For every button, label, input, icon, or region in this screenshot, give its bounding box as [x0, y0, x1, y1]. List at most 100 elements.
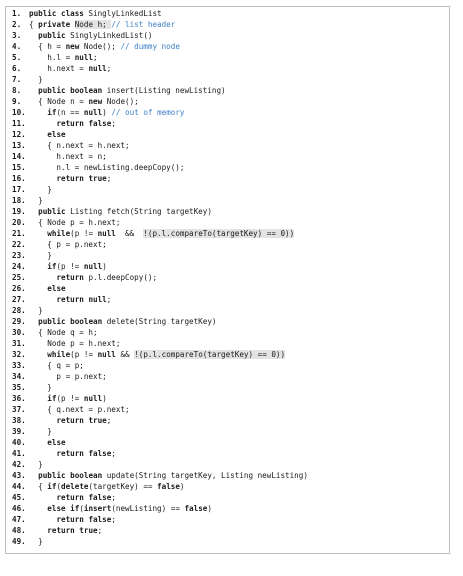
line-number: 18. [12, 196, 26, 205]
code-token: ) [102, 262, 107, 271]
code-keyword: else [47, 130, 66, 139]
code-keyword: return true [56, 416, 107, 425]
code-token [29, 295, 56, 304]
code-token [29, 471, 38, 480]
code-token: } [29, 427, 52, 436]
code-line: 44. { if(delete(targetKey) == false) [12, 481, 308, 492]
code-keyword: null [83, 394, 103, 403]
code-text: else if(insert(newListing) == false) [29, 504, 212, 513]
code-token: } [29, 383, 52, 392]
code-line: 46. else if(insert(newListing) == false) [12, 503, 308, 514]
code-token: p.l.deepCopy(); [88, 273, 158, 282]
code-keyword: while [47, 350, 71, 359]
code-token: n.l = newListing.deepCopy(); [29, 163, 185, 172]
code-text: } [29, 196, 43, 205]
code-keyword: return false [56, 493, 112, 502]
code-token: SinglyLinkedList [88, 9, 162, 18]
code-token: ; [111, 449, 116, 458]
code-text: if(n == null) // out of memory [29, 108, 184, 117]
code-line: 11. return false; [12, 118, 308, 129]
code-keyword: else if [47, 504, 80, 513]
code-text: public SinglyLinkedList() [29, 31, 152, 40]
code-token [29, 207, 38, 216]
code-token: } [29, 196, 43, 205]
code-line: 43. public boolean update(String targetK… [12, 470, 308, 481]
line-number: 25. [12, 273, 26, 282]
line-number: 31. [12, 339, 26, 348]
code-token: delete(String targetKey) [106, 317, 217, 326]
code-token: ; [106, 416, 112, 425]
code-line: 36. if(p != null) [12, 393, 308, 404]
line-number: 22. [12, 240, 26, 249]
code-line: 5. h.l = null; [12, 52, 308, 63]
code-text: { private Node h; // list header [29, 20, 175, 29]
code-token: ; [111, 119, 116, 128]
code-token [29, 504, 47, 513]
code-token: } [29, 306, 43, 315]
line-number: 4. [12, 42, 22, 51]
code-keyword: public [38, 31, 71, 40]
code-text: { if(delete(targetKey) == false) [29, 482, 184, 491]
code-text: { Node n = new Node(); [29, 97, 139, 106]
code-keyword: new [65, 42, 84, 51]
line-number: 14. [12, 152, 26, 161]
code-token: { h = [29, 42, 66, 51]
line-number: 43. [12, 471, 26, 480]
code-line: 6. h.next = null; [12, 63, 308, 74]
line-number: 6. [12, 64, 22, 73]
line-number: 26. [12, 284, 26, 293]
code-token [29, 262, 47, 271]
code-line: 48. return true; [12, 525, 308, 536]
code-token: { q.next = p.next; [29, 405, 130, 414]
code-text: { Node p = h.next; [29, 218, 120, 227]
code-token [29, 229, 47, 238]
code-line: 4. { h = new Node(); // dummy node [12, 41, 308, 52]
code-text: h.next = null; [29, 64, 111, 73]
code-keyword: delete [61, 482, 89, 491]
code-keyword: else [47, 438, 66, 447]
code-text: h.l = null; [29, 53, 97, 62]
code-token: h.l = [29, 53, 75, 62]
code-token [29, 86, 38, 95]
line-number: 21. [12, 229, 26, 238]
code-token: } [29, 185, 52, 194]
code-text: { Node q = h; [29, 328, 97, 337]
line-number: 30. [12, 328, 26, 337]
code-keyword: if [47, 262, 57, 271]
code-line: 9. { Node n = new Node(); [12, 96, 308, 107]
code-line: 7. } [12, 74, 308, 85]
code-text: } [29, 537, 43, 546]
code-line: 26. else [12, 283, 308, 294]
code-token [29, 273, 56, 282]
line-number: 19. [12, 207, 26, 216]
code-keyword: else [47, 284, 66, 293]
line-number: 24. [12, 262, 26, 271]
code-text: return false; [29, 515, 115, 524]
code-token: (p != [56, 394, 84, 403]
line-number: 16. [12, 174, 26, 183]
code-line: 2.{ private Node h; // list header [12, 19, 308, 30]
code-text: return null; [29, 295, 111, 304]
code-token: (targetKey) == [88, 482, 158, 491]
code-token: ; [97, 526, 103, 535]
code-line: 23. } [12, 250, 308, 261]
code-keyword: public boolean [38, 471, 107, 480]
code-token: { p = p.next; [29, 240, 107, 249]
code-text: } [29, 383, 52, 392]
code-line: 40. else [12, 437, 308, 448]
code-text: public boolean insert(Listing newListing… [29, 86, 225, 95]
code-line: 38. return true; [12, 415, 308, 426]
code-line: 42. } [12, 459, 308, 470]
line-number: 40. [12, 438, 26, 447]
code-token: ; [106, 174, 112, 183]
line-number: 10. [12, 108, 26, 117]
code-line: 41. return false; [12, 448, 308, 459]
code-text: return false; [29, 493, 115, 502]
code-text: p = p.next; [29, 372, 106, 381]
line-number: 13. [12, 141, 26, 150]
code-token [29, 284, 47, 293]
code-line: 21. while(p != null && !(p.l.compareTo(t… [12, 228, 308, 239]
code-keyword: public [38, 207, 71, 216]
line-number: 5. [12, 53, 22, 62]
code-line: 31. Node p = h.next; [12, 338, 308, 349]
